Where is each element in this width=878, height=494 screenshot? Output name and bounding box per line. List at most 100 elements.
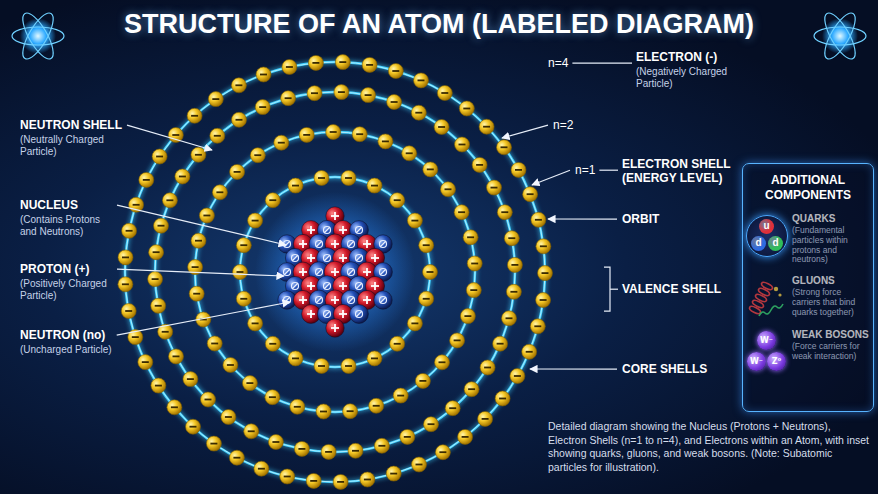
electron-sign	[439, 361, 446, 363]
electron	[152, 149, 167, 164]
electron-sign	[514, 375, 521, 377]
electron-sign	[406, 152, 413, 154]
electron	[419, 238, 434, 253]
neutron-sign	[380, 269, 386, 275]
electron-sign	[356, 133, 363, 135]
neutron-sign	[380, 241, 387, 248]
electron	[265, 336, 280, 351]
proton-sign	[302, 296, 304, 304]
electron-sign	[166, 199, 173, 201]
electron	[414, 73, 429, 88]
electron	[367, 351, 382, 366]
electron	[407, 316, 422, 331]
electron	[201, 392, 216, 407]
electron	[530, 319, 545, 334]
electron	[149, 245, 164, 260]
proton-sign	[334, 324, 336, 332]
neutron-sign	[316, 297, 322, 303]
shell-ring-core	[240, 177, 430, 367]
electron	[435, 445, 450, 460]
electron-sign	[203, 215, 210, 217]
electron	[361, 88, 376, 103]
electron	[290, 399, 305, 414]
electron	[191, 147, 206, 162]
proton-sign	[342, 282, 344, 290]
leader-line	[572, 63, 632, 64]
electron-sign	[212, 98, 219, 100]
leader-line	[117, 302, 290, 335]
part-label: PROTON (+)	[20, 262, 89, 276]
neutron-sign	[348, 241, 354, 247]
electron-sign	[467, 236, 474, 238]
electron-sign	[235, 84, 242, 86]
electron	[316, 404, 331, 419]
electron-sign	[284, 476, 291, 478]
electron	[282, 60, 297, 75]
electron	[162, 193, 177, 208]
electron	[256, 67, 271, 82]
electron	[236, 291, 251, 306]
neutron-sign	[284, 269, 291, 276]
electron	[248, 213, 263, 228]
electron-sign	[162, 331, 169, 333]
neutron-sign	[324, 227, 331, 234]
electron	[487, 180, 502, 195]
electron-sign	[510, 291, 517, 293]
boson-symbol: W⁻	[757, 331, 776, 350]
electron	[229, 450, 244, 465]
electron-sign	[526, 351, 533, 353]
electron	[233, 265, 248, 280]
electron-sign	[292, 185, 299, 187]
electron-sign	[439, 451, 446, 453]
electron	[280, 469, 295, 484]
bracket	[604, 267, 610, 311]
neutron-sign	[356, 255, 362, 261]
electron-sign	[278, 142, 285, 144]
electron-sign	[195, 154, 202, 156]
proton-sign	[374, 254, 376, 262]
boson-icon: W⁻	[747, 352, 766, 371]
neutron-sign	[316, 269, 323, 276]
electron-sign	[311, 92, 318, 94]
electron	[139, 172, 154, 187]
electron-sign	[193, 293, 200, 295]
electron	[250, 148, 265, 163]
electron	[434, 120, 449, 135]
electron-sign	[428, 423, 435, 425]
electron	[314, 171, 329, 186]
electron	[208, 92, 223, 107]
electron-sign	[423, 244, 430, 246]
electron	[424, 417, 439, 432]
electron-sign	[312, 62, 319, 64]
electron-sign	[378, 445, 385, 447]
neutron-sign	[356, 227, 362, 233]
electron	[207, 336, 222, 351]
electron	[288, 178, 303, 193]
electron-sign	[458, 211, 465, 213]
electron	[411, 105, 426, 120]
electron-sign	[462, 436, 469, 438]
electron-sign	[303, 134, 310, 136]
electron	[386, 466, 401, 481]
electron	[255, 100, 270, 115]
electron	[511, 162, 526, 177]
electron	[199, 208, 214, 223]
part-label: NEUTRON (no)	[20, 328, 105, 342]
part-label: ELECTRON (-)	[636, 50, 717, 64]
electron-sign	[483, 126, 490, 128]
electron-sign	[310, 480, 317, 482]
shell-number: n=4	[548, 56, 568, 70]
electron-sign	[240, 244, 247, 246]
electron	[459, 101, 474, 116]
electron	[393, 388, 408, 403]
electron	[497, 140, 512, 155]
electron-sign	[143, 179, 150, 181]
electron	[441, 182, 456, 197]
electron-sign	[415, 112, 422, 114]
electron-sign	[294, 406, 301, 408]
electron-sign	[427, 271, 434, 273]
electron	[288, 351, 303, 366]
electron	[168, 128, 183, 143]
neutron-sign	[348, 297, 354, 303]
quark-letter: d	[768, 236, 783, 251]
